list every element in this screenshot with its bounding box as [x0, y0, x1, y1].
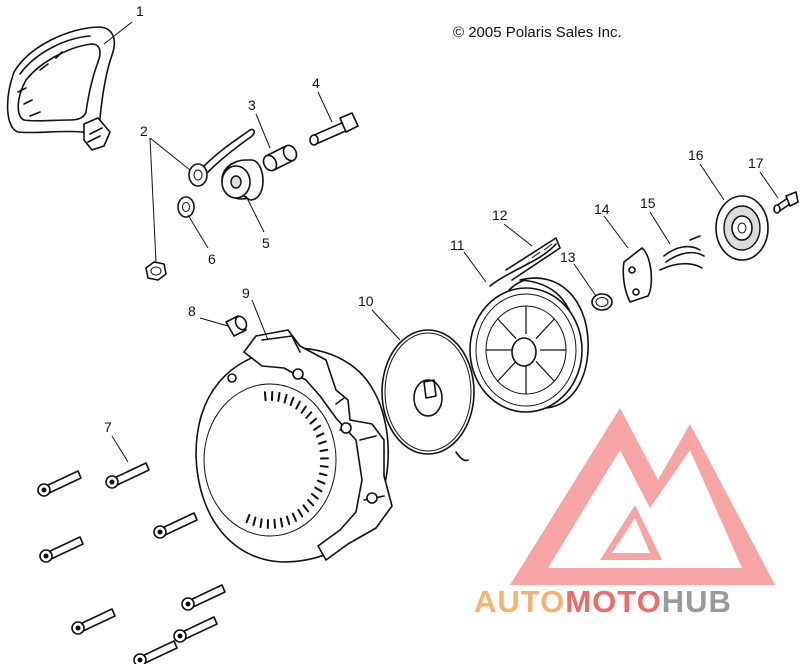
- callout-9: 9: [242, 285, 250, 301]
- part-13-clip-ring: [591, 293, 613, 311]
- vent-slot: [318, 440, 327, 445]
- vent-slot: [295, 400, 301, 410]
- vent-slot: [263, 391, 267, 402]
- part-6-washer: [177, 196, 195, 218]
- part-8-cap: [225, 315, 248, 337]
- callout-6: 6: [208, 251, 216, 267]
- reel-spoke: [497, 360, 517, 382]
- callout-5: 5: [262, 235, 270, 251]
- callout-numbers: 1 2 3 4 5 6 7 8 9 10 11 12 13 14 15 16 1…: [104, 3, 764, 435]
- housing-bolt: [181, 584, 226, 611]
- vent-slot: [316, 479, 326, 485]
- copyright-text: © 2005 Polaris Sales Inc.: [453, 24, 622, 41]
- vent-slot: [291, 512, 297, 522]
- vent-slot: [305, 411, 313, 419]
- callout-12: 12: [492, 207, 508, 223]
- part-17-bolt: [773, 191, 799, 214]
- vent-slot: [319, 448, 329, 453]
- callout-15: 15: [640, 195, 656, 211]
- brand-wordmark: AUTOMOTOHUB: [474, 584, 732, 619]
- brand-hub: HUB: [662, 584, 732, 619]
- brand-moto: MOTO: [565, 584, 661, 619]
- part-15-spring-clip: [659, 235, 705, 271]
- reel-spoke: [535, 318, 555, 340]
- part-12-rope: [505, 237, 561, 281]
- vent-slot: [259, 518, 263, 529]
- callout-13: 13: [560, 249, 576, 265]
- reel-spokes: [486, 306, 566, 394]
- vent-slot: [318, 472, 328, 477]
- callout-7: 7: [104, 419, 112, 435]
- callout-4: 4: [312, 75, 320, 91]
- vent-slot: [283, 393, 288, 404]
- vent-slot: [314, 486, 323, 493]
- part-5-pulley: [221, 159, 264, 201]
- vent-slot: [300, 405, 307, 414]
- housing-bolt: [105, 462, 150, 489]
- callout-14: 14: [594, 201, 610, 217]
- vent-slot: [279, 517, 284, 528]
- housing-bolt: [37, 470, 82, 497]
- part-14-pawl: [622, 247, 653, 303]
- vent-slot: [310, 493, 319, 500]
- vent-slot: [252, 516, 257, 527]
- part-7-housing-bolts: [37, 462, 226, 664]
- part-2-nut-and-rope-guide: [145, 128, 255, 281]
- part-10-spring-cover: [381, 329, 475, 462]
- vent-slot: [315, 432, 325, 438]
- housing-vent-slots: [245, 391, 329, 529]
- callout-2: 2: [140, 123, 148, 139]
- callout-1: 1: [136, 3, 144, 19]
- housing-bolt: [153, 512, 198, 539]
- vent-slot: [285, 515, 291, 526]
- callout-16: 16: [688, 147, 704, 163]
- part-4-bolt: [309, 112, 359, 146]
- reel-spoke: [497, 318, 517, 340]
- leader-lines: [103, 21, 779, 463]
- callout-3: 3: [248, 97, 256, 113]
- part-3-spacer-sleeve: [262, 144, 298, 172]
- part-16-drive-plate: [715, 195, 769, 261]
- vent-slot: [297, 508, 304, 518]
- callout-8: 8: [188, 303, 196, 319]
- callout-11: 11: [450, 237, 465, 253]
- brand-auto: AUTO: [474, 584, 565, 619]
- callout-10: 10: [358, 293, 374, 309]
- housing-bolt: [173, 616, 218, 643]
- callout-17: 17: [748, 155, 764, 171]
- housing-bolt: [133, 640, 178, 664]
- vent-slot: [307, 498, 315, 507]
- vent-slot: [313, 424, 322, 431]
- vent-slot: [289, 396, 295, 407]
- part-9-starter-housing: [195, 329, 393, 563]
- vent-slot: [302, 504, 310, 513]
- vent-slot: [273, 518, 277, 529]
- vent-slot: [319, 465, 329, 468]
- vent-slot: [277, 391, 281, 402]
- vent-slot: [245, 513, 251, 524]
- automotohub-logo: [510, 408, 775, 585]
- part-1-starter-handle: [6, 26, 116, 151]
- housing-bolt: [39, 536, 84, 563]
- housing-bolt: [71, 608, 116, 635]
- vent-slot: [309, 417, 318, 425]
- reel-spoke: [535, 360, 555, 382]
